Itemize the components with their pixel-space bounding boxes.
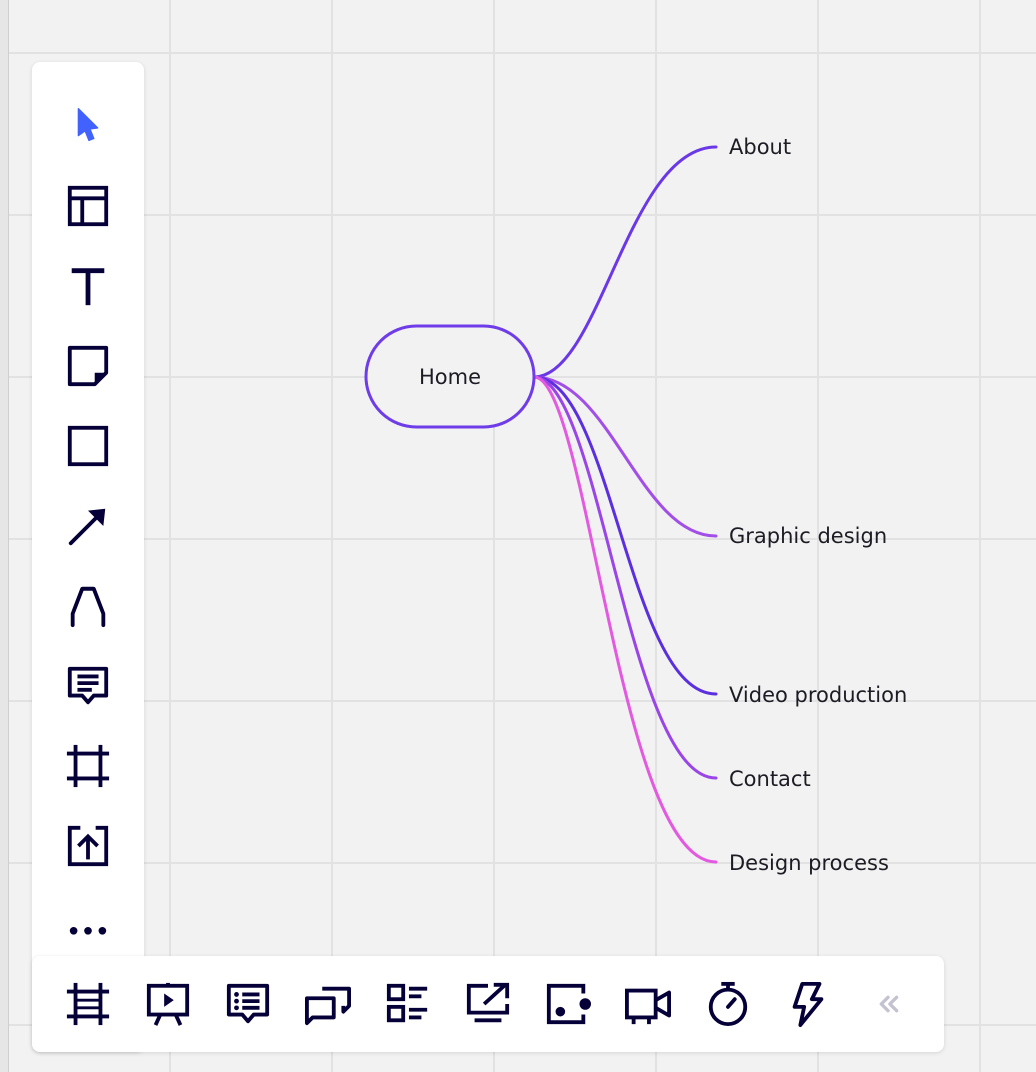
- collaboration-toolbar: [32, 956, 944, 1052]
- screen-record-button[interactable]: [538, 974, 598, 1034]
- more-icon: [69, 926, 107, 935]
- comment-icon: [67, 666, 109, 705]
- branch-label-design-process[interactable]: Design process: [729, 851, 889, 875]
- screen-share-button[interactable]: [458, 974, 518, 1034]
- connection-line-tool[interactable]: [58, 496, 118, 556]
- root-node-label[interactable]: Home: [419, 365, 481, 389]
- pen-icon: [70, 586, 106, 628]
- branch-connector-video-production: [532, 375, 718, 696]
- comment-tool[interactable]: [58, 656, 118, 716]
- root-node[interactable]: Home: [364, 324, 536, 429]
- branch-connector-design-process: [532, 375, 718, 864]
- screen-record-icon: [546, 983, 591, 1025]
- frames-button[interactable]: [58, 974, 118, 1034]
- templates-icon: [67, 185, 109, 227]
- arrow-icon: [68, 508, 106, 546]
- activity-button[interactable]: [778, 974, 838, 1034]
- upload-tool[interactable]: [58, 816, 118, 876]
- comments-icon: [226, 983, 270, 1024]
- collapse-toolbar-button[interactable]: [858, 974, 918, 1034]
- timer-icon: [708, 981, 748, 1027]
- chat-button[interactable]: [298, 974, 358, 1034]
- frames-icon: [66, 982, 110, 1026]
- screen-share-icon: [466, 982, 510, 1023]
- chat-icon: [305, 986, 351, 1026]
- card-list-button[interactable]: [378, 974, 438, 1034]
- sticky-note-tool[interactable]: [58, 336, 118, 396]
- lightning-icon: [792, 981, 824, 1027]
- text-tool[interactable]: [58, 256, 118, 316]
- templates-tool[interactable]: [58, 176, 118, 236]
- video-call-icon: [625, 988, 671, 1025]
- presentation-icon: [146, 982, 190, 1026]
- branch-label-contact[interactable]: Contact: [729, 767, 811, 791]
- collapse-icon: [879, 995, 899, 1013]
- pen-tool[interactable]: [58, 576, 118, 636]
- shape-icon: [67, 425, 109, 467]
- frame-icon: [66, 744, 110, 788]
- more-apps-tool[interactable]: [58, 896, 118, 956]
- text-icon: [71, 268, 105, 306]
- branch-label-graphic-design[interactable]: Graphic design: [729, 524, 887, 548]
- sticky-note-icon: [67, 345, 109, 387]
- branch-label-video-production[interactable]: Video production: [729, 683, 907, 707]
- branch-label-about[interactable]: About: [729, 135, 791, 159]
- presentation-button[interactable]: [138, 974, 198, 1034]
- window-edge: [0, 0, 9, 1072]
- frame-tool[interactable]: [58, 736, 118, 796]
- timer-button[interactable]: [698, 974, 758, 1034]
- upload-icon: [67, 825, 109, 867]
- video-call-button[interactable]: [618, 974, 678, 1034]
- comments-button[interactable]: [218, 974, 278, 1034]
- branch-connector-graphic-design: [532, 375, 718, 538]
- creation-toolbar: [32, 62, 144, 1052]
- card-list-icon: [386, 983, 428, 1023]
- branch-connector-about: [532, 145, 718, 379]
- branch-connector-contact: [532, 375, 718, 780]
- cursor-icon: [77, 108, 99, 142]
- shapes-tool[interactable]: [58, 416, 118, 476]
- select-tool[interactable]: [58, 96, 118, 156]
